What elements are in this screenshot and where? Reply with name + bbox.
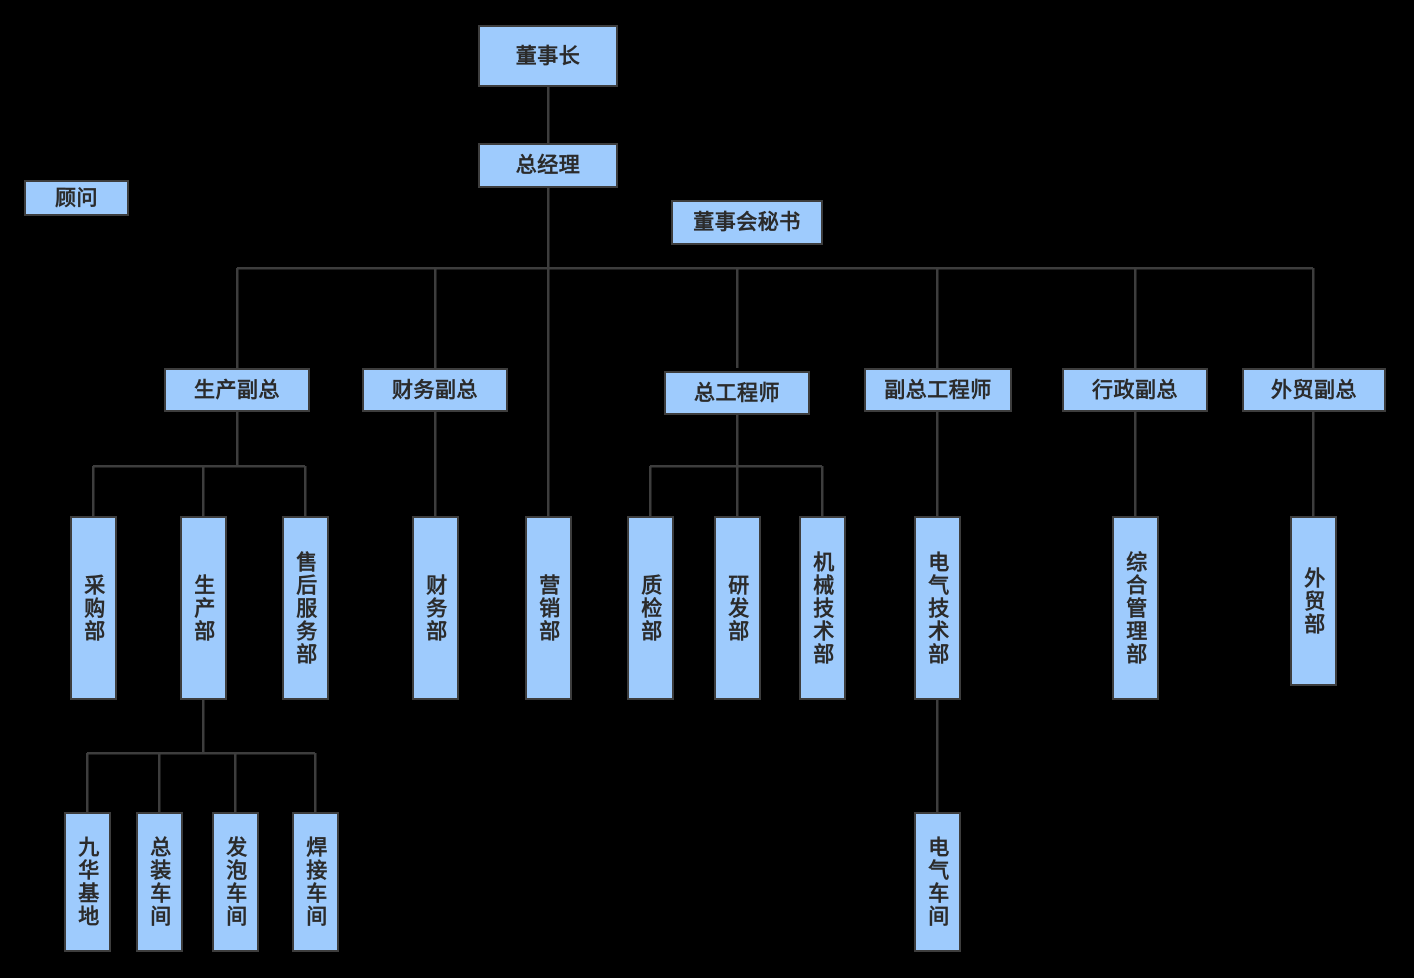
node-board-secretary[interactable]: 董事会秘书 <box>671 200 823 245</box>
node-dept-mechanical-tech[interactable]: 机械技术部 <box>799 516 846 700</box>
node-dept-finance[interactable]: 财务部 <box>412 516 459 700</box>
node-advisor[interactable]: 顾问 <box>24 180 129 216</box>
node-ws-jiuhua-base-label: 九华基地 <box>75 836 100 928</box>
node-dept-after-sales-label: 售后服务部 <box>293 550 318 666</box>
node-dept-quality-label: 质检部 <box>638 573 663 643</box>
node-dept-general-admin-label: 综合管理部 <box>1123 550 1148 666</box>
node-ws-welding-label: 焊接车间 <box>303 836 328 928</box>
node-deputy-chief-engineer-label: 副总工程师 <box>884 377 992 402</box>
node-ws-final-assembly-label: 总装车间 <box>147 836 172 928</box>
node-vp-finance[interactable]: 财务副总 <box>362 368 508 412</box>
node-dept-foreign-trade-label: 外贸部 <box>1301 566 1326 636</box>
node-ws-electrical[interactable]: 电气车间 <box>914 812 961 952</box>
node-dept-purchasing-label: 采购部 <box>81 573 106 643</box>
node-chairman[interactable]: 董事长 <box>478 25 618 87</box>
node-dept-rnd-label: 研发部 <box>725 573 750 643</box>
node-chairman-label: 董事长 <box>515 43 581 68</box>
node-dept-electrical-tech-label: 电气技术部 <box>925 550 950 666</box>
node-ws-electrical-label: 电气车间 <box>925 836 950 928</box>
node-dept-purchasing[interactable]: 采购部 <box>70 516 117 700</box>
node-ws-welding[interactable]: 焊接车间 <box>292 812 339 952</box>
node-general-manager-label: 总经理 <box>515 153 581 178</box>
node-dept-mechanical-tech-label: 机械技术部 <box>810 550 835 666</box>
node-dept-electrical-tech[interactable]: 电气技术部 <box>914 516 961 700</box>
node-dept-marketing[interactable]: 营销部 <box>525 516 572 700</box>
node-ws-jiuhua-base[interactable]: 九华基地 <box>64 812 111 952</box>
node-vp-production-label: 生产副总 <box>194 377 280 402</box>
node-dept-rnd[interactable]: 研发部 <box>714 516 761 700</box>
node-vp-administration-label: 行政副总 <box>1092 377 1178 402</box>
node-vp-finance-label: 财务副总 <box>392 377 478 402</box>
node-ws-foaming[interactable]: 发泡车间 <box>212 812 259 952</box>
node-dept-after-sales[interactable]: 售后服务部 <box>282 516 329 700</box>
node-vp-foreign-trade-label: 外贸副总 <box>1271 377 1357 402</box>
node-dept-foreign-trade[interactable]: 外贸部 <box>1290 516 1337 686</box>
node-dept-production-label: 生产部 <box>191 573 216 643</box>
node-ws-foaming-label: 发泡车间 <box>223 836 248 928</box>
node-dept-quality[interactable]: 质检部 <box>627 516 674 700</box>
node-vp-administration[interactable]: 行政副总 <box>1062 368 1208 412</box>
node-advisor-label: 顾问 <box>55 185 98 210</box>
node-dept-finance-label: 财务部 <box>423 573 448 643</box>
node-chief-engineer-label: 总工程师 <box>694 380 780 405</box>
node-vp-production[interactable]: 生产副总 <box>164 368 310 412</box>
node-vp-foreign-trade[interactable]: 外贸副总 <box>1242 368 1386 412</box>
node-dept-general-admin[interactable]: 综合管理部 <box>1112 516 1159 700</box>
node-deputy-chief-engineer[interactable]: 副总工程师 <box>864 368 1012 412</box>
node-chief-engineer[interactable]: 总工程师 <box>664 371 810 415</box>
node-general-manager[interactable]: 总经理 <box>478 143 618 188</box>
node-board-secretary-label: 董事会秘书 <box>693 210 801 235</box>
node-ws-final-assembly[interactable]: 总装车间 <box>136 812 183 952</box>
node-dept-production[interactable]: 生产部 <box>180 516 227 700</box>
node-dept-marketing-label: 营销部 <box>536 573 561 643</box>
